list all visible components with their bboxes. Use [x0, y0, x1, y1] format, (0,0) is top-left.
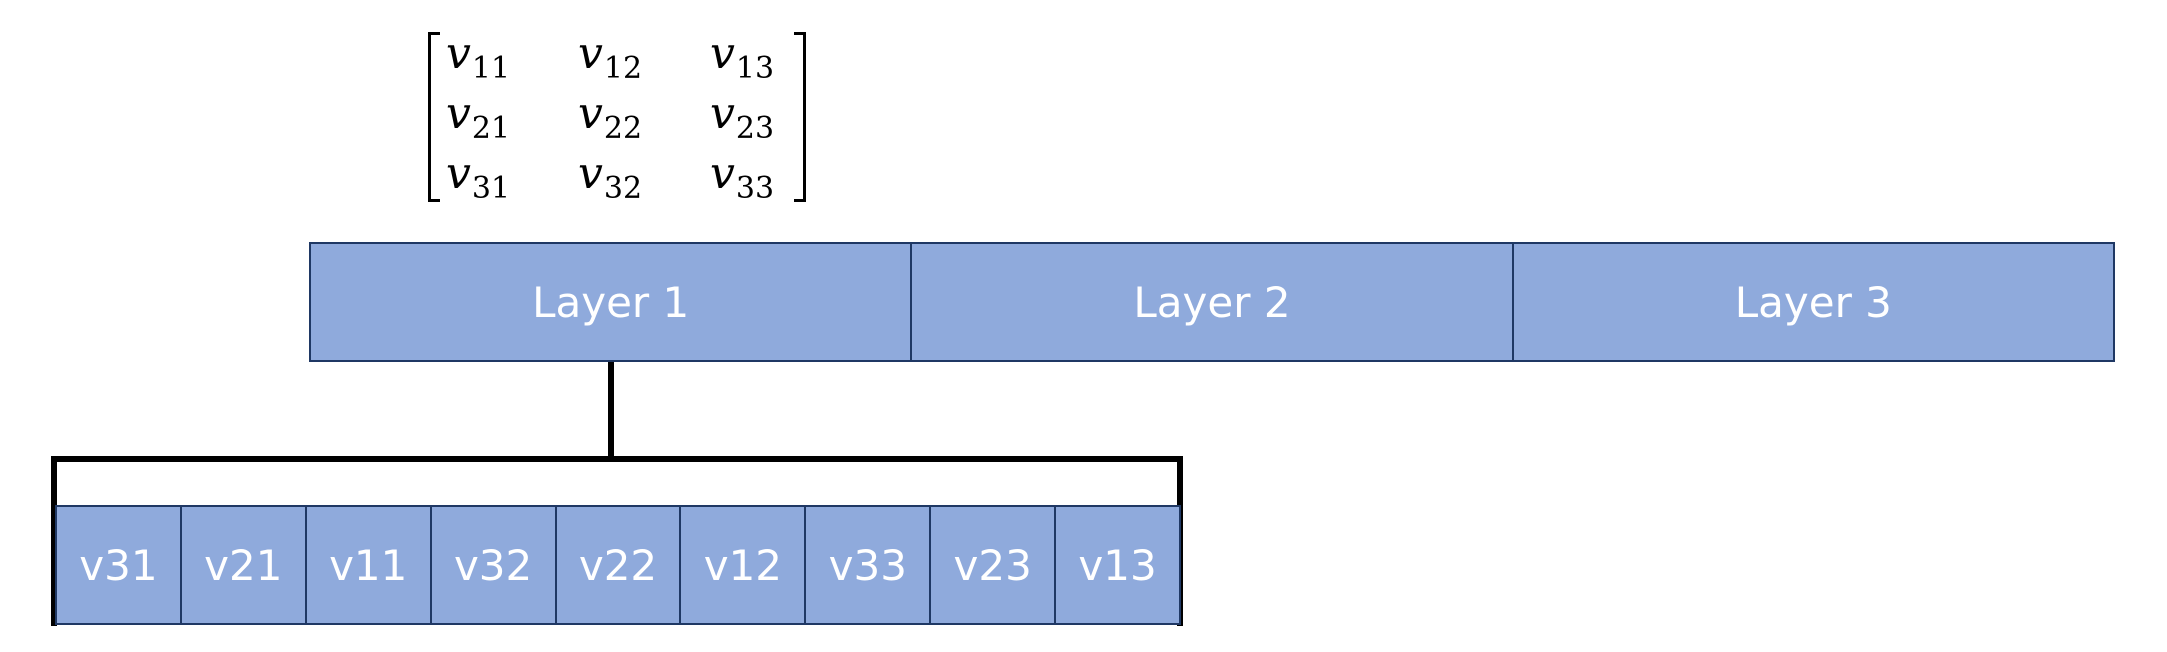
matrix-right-bracket	[794, 32, 806, 202]
cell-v32: v32	[429, 505, 557, 625]
cell-v13: v13	[1054, 505, 1182, 625]
matrix-left-bracket	[428, 32, 440, 202]
layer-1-box: Layer 1	[309, 242, 913, 362]
layer-2-box: Layer 2	[910, 242, 1514, 362]
layer-3-box: Layer 3	[1511, 242, 2115, 362]
matrix-entry-v33: v33	[710, 148, 775, 206]
cell-v12: v12	[679, 505, 807, 625]
matrix-entry-v23: v23	[710, 88, 775, 146]
matrix-entry-v31: v31	[446, 148, 511, 206]
cell-v22: v22	[554, 505, 682, 625]
layer-row: Layer 1 Layer 2 Layer 3	[309, 242, 2115, 362]
matrix-entry-v21: v21	[446, 88, 511, 146]
matrix-entry-v32: v32	[578, 148, 643, 206]
matrix-entry-v13: v13	[710, 28, 775, 86]
weight-matrix: v11 v12 v13 v21 v22 v23 v31 v32 v33	[428, 28, 806, 206]
group-brace-left	[51, 456, 57, 626]
group-brace-top	[51, 456, 1183, 462]
cell-v11: v11	[304, 505, 432, 625]
cell-v21: v21	[179, 505, 307, 625]
matrix-entry-v12: v12	[578, 28, 643, 86]
matrix-entry-v22: v22	[578, 88, 643, 146]
matrix-entry-v11: v11	[446, 28, 511, 86]
flattened-cell-row: v31 v21 v11 v32 v22 v12 v33 v23 v13	[55, 505, 1182, 625]
cell-v33: v33	[804, 505, 932, 625]
cell-v23: v23	[929, 505, 1057, 625]
connector-line	[608, 362, 614, 460]
cell-v31: v31	[55, 505, 182, 625]
